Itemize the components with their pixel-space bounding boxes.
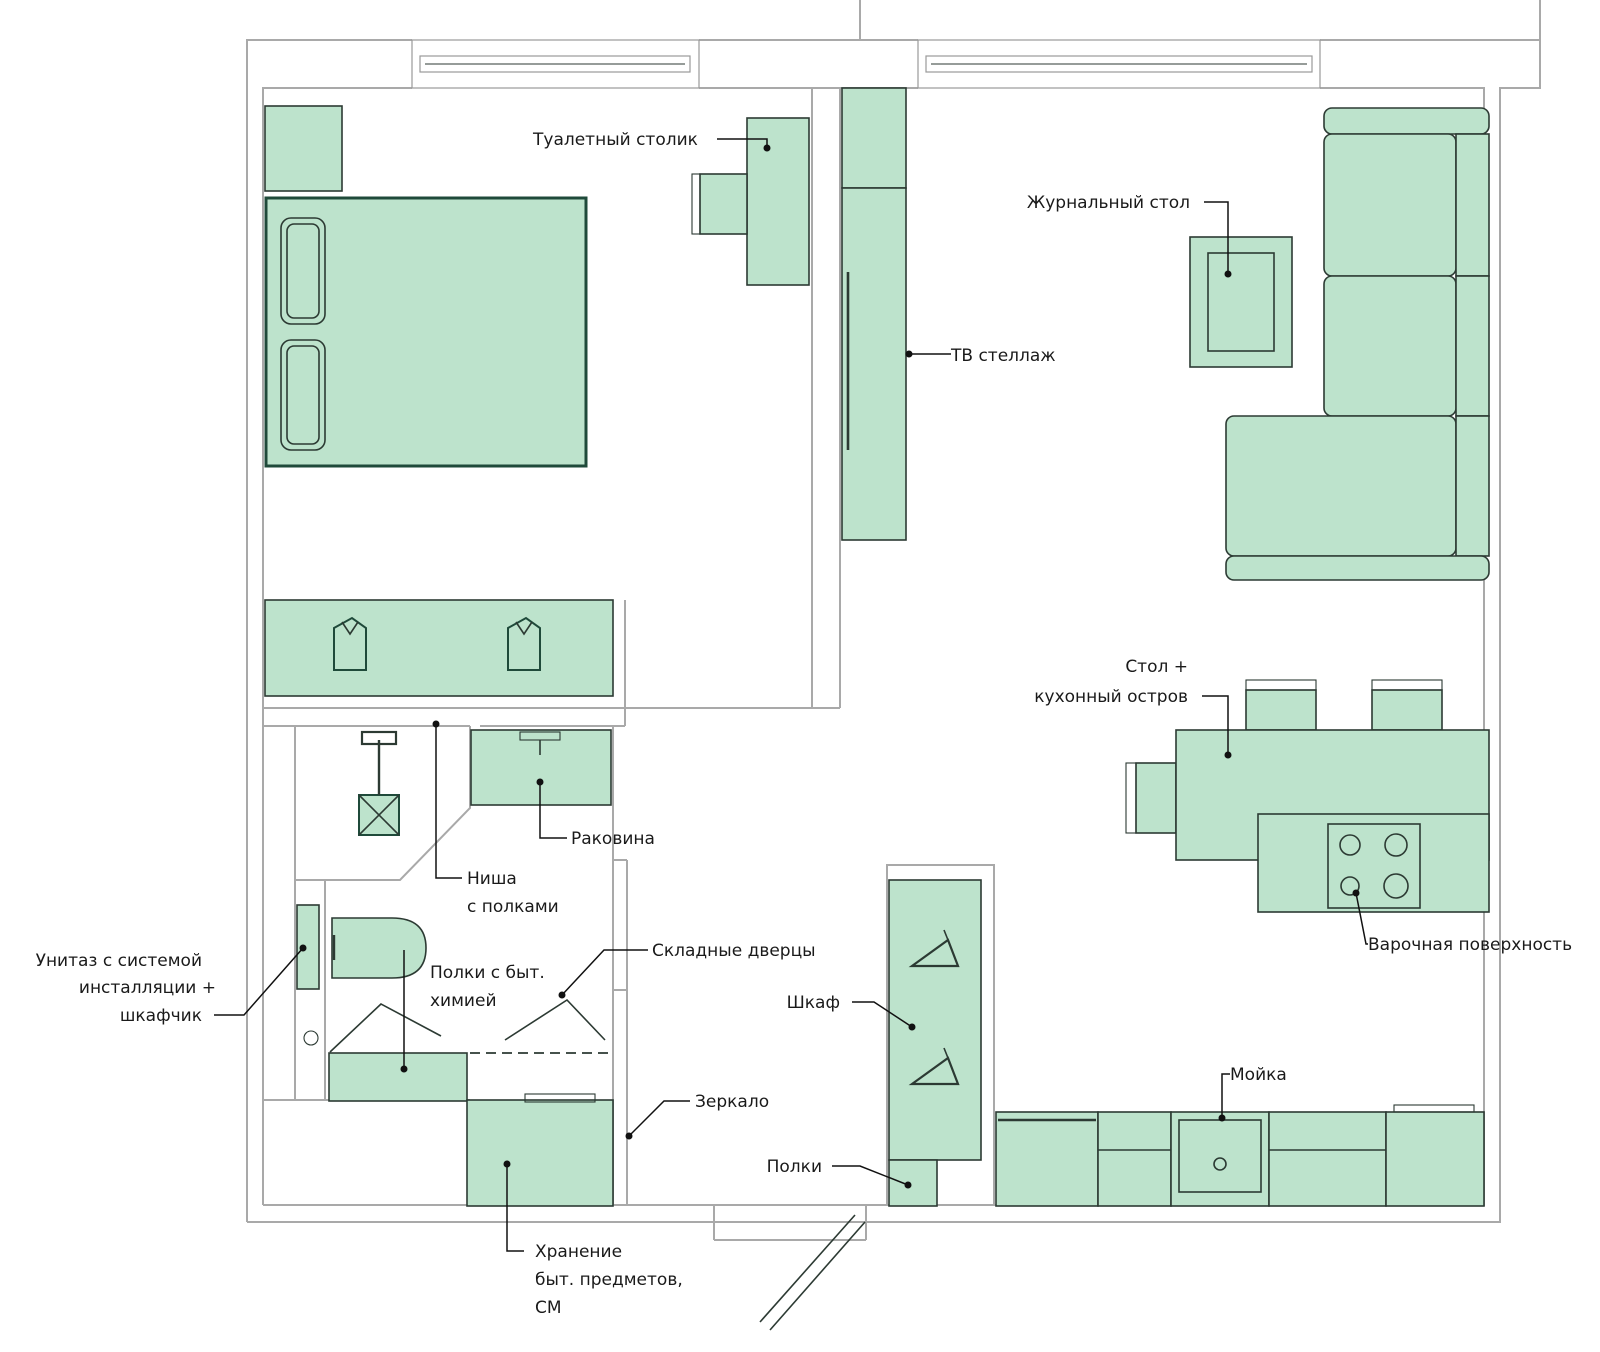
hanger-icon bbox=[908, 1047, 960, 1086]
label-storage-3: СМ bbox=[535, 1298, 562, 1318]
corner-sofa bbox=[1225, 107, 1490, 581]
label-toilet-2: инсталляции + bbox=[79, 978, 216, 998]
annotations: Туалетный столик ТВ стеллаж Журнальный с… bbox=[36, 130, 1573, 1318]
label-tv-rack: ТВ стеллаж bbox=[950, 346, 1056, 366]
coffee-table bbox=[1189, 236, 1293, 368]
label-kitchen-sink: Мойка bbox=[1230, 1065, 1287, 1085]
label-toilet-1: Унитаз с системой bbox=[36, 951, 202, 971]
shirt-icon bbox=[333, 616, 367, 671]
hanger-icon bbox=[908, 929, 960, 968]
bathroom bbox=[296, 729, 614, 1207]
label-niche-1: Ниша bbox=[467, 869, 517, 889]
kitchen-island bbox=[1125, 679, 1490, 913]
label-coffee-table: Журнальный стол bbox=[1027, 193, 1190, 213]
bedroom bbox=[264, 105, 810, 697]
living-area bbox=[841, 87, 1490, 1207]
hall-wardrobe bbox=[888, 879, 982, 1207]
label-storage-2: быт. предметов, bbox=[535, 1270, 683, 1290]
label-chem-shelves-2: химией bbox=[430, 991, 497, 1011]
label-washbasin: Раковина bbox=[571, 829, 655, 849]
nightstand bbox=[264, 105, 343, 192]
chem-shelves bbox=[328, 998, 611, 1102]
shirt-icon bbox=[507, 616, 541, 671]
label-mirror: Зеркало bbox=[695, 1092, 769, 1112]
toilet bbox=[296, 904, 427, 1046]
label-dressing-table: Туалетный столик bbox=[532, 130, 698, 150]
bedroom-wardrobe bbox=[264, 599, 614, 697]
storage-washer bbox=[466, 1093, 614, 1207]
label-niche-2: с полками bbox=[467, 897, 559, 917]
hob-icon bbox=[1327, 823, 1421, 909]
label-table-island-1: Стол + bbox=[1125, 657, 1188, 677]
label-hob: Варочная поверхность bbox=[1368, 935, 1572, 955]
label-table-island-2: кухонный остров bbox=[1034, 687, 1188, 707]
dressing-table bbox=[691, 117, 810, 286]
label-chem-shelves-1: Полки с быт. bbox=[430, 963, 545, 983]
kitchen-counter bbox=[995, 1104, 1485, 1207]
tv-rack bbox=[841, 87, 907, 541]
label-storage-1: Хранение bbox=[535, 1242, 622, 1262]
label-folding-doors: Складные дверцы bbox=[652, 941, 816, 961]
label-toilet-3: шкафчик bbox=[120, 1006, 202, 1026]
shower-icon bbox=[358, 730, 400, 836]
label-wardrobe: Шкаф bbox=[787, 993, 840, 1013]
double-bed bbox=[264, 196, 588, 468]
walls bbox=[246, 0, 1541, 1331]
washbasin bbox=[470, 729, 612, 806]
label-shelves: Полки bbox=[767, 1157, 822, 1177]
